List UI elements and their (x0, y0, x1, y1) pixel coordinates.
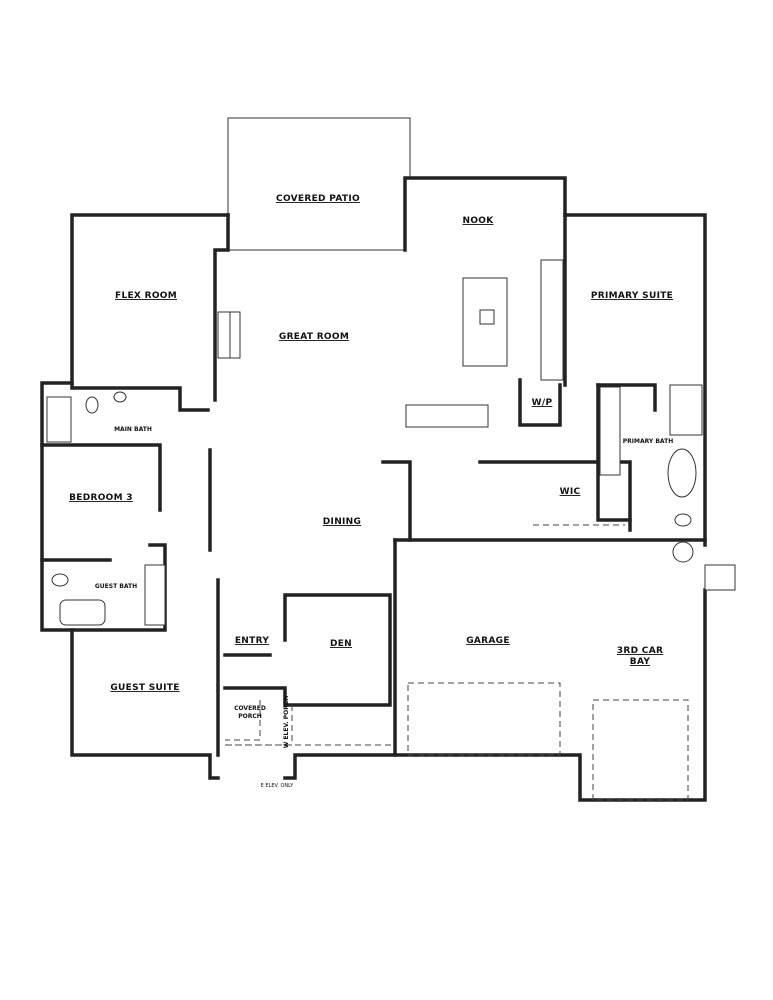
label-garage: GARAGE (466, 636, 510, 646)
main-sink (113, 391, 127, 403)
primary-shower (669, 384, 703, 436)
primary-toilet (674, 513, 692, 527)
kitchen-sink (479, 309, 495, 325)
label-bay: BAY (630, 657, 651, 667)
garage-door (407, 682, 561, 756)
third-car-door (592, 699, 689, 801)
kitchen-counter (540, 259, 564, 381)
label-elev-note: E ELEV. ONLY (261, 783, 295, 789)
label-flex-room: FLEX ROOM (115, 291, 177, 301)
exterior-walls (40, 176, 707, 802)
porch-step (704, 564, 736, 591)
fixtures (46, 259, 736, 746)
label-3rd-car: 3RD CAR (617, 646, 663, 656)
bench (405, 404, 489, 428)
main-toilet (85, 396, 99, 414)
guest-toilet (51, 573, 69, 587)
primary-tub (667, 448, 697, 498)
label-dining: DINING (323, 517, 361, 527)
label-bedroom-3: BEDROOM 3 (69, 493, 133, 503)
primary-vanity (599, 386, 621, 476)
label-guest-bath: GUEST BATH (95, 583, 137, 590)
water-heater (672, 541, 694, 563)
interior-walls (40, 213, 657, 757)
label-porch: PORCH (238, 713, 262, 720)
label-primary-bath: PRIMARY BATH (623, 438, 673, 445)
label-primary-suite: PRIMARY SUITE (591, 291, 673, 301)
label-wic: WIC (560, 487, 581, 497)
main-shower (46, 396, 72, 443)
label-great-room: GREAT ROOM (279, 332, 349, 342)
covered-patio-outline (227, 117, 411, 251)
label-guest-suite: GUEST SUITE (110, 683, 179, 693)
label-wp: W/P (532, 398, 553, 408)
label-den: DEN (330, 639, 352, 649)
label-porch-note: W ELEV. PORCH (283, 696, 290, 749)
guest-vanity (144, 564, 166, 626)
label-covered: COVERED (234, 705, 266, 712)
guest-tub (59, 599, 106, 626)
label-covered-patio: COVERED PATIO (276, 194, 360, 204)
fireplace-flex (217, 311, 231, 359)
label-nook: NOOK (462, 216, 494, 226)
label-main-bath: MAIN BATH (114, 426, 152, 433)
label-entry: ENTRY (235, 636, 269, 646)
